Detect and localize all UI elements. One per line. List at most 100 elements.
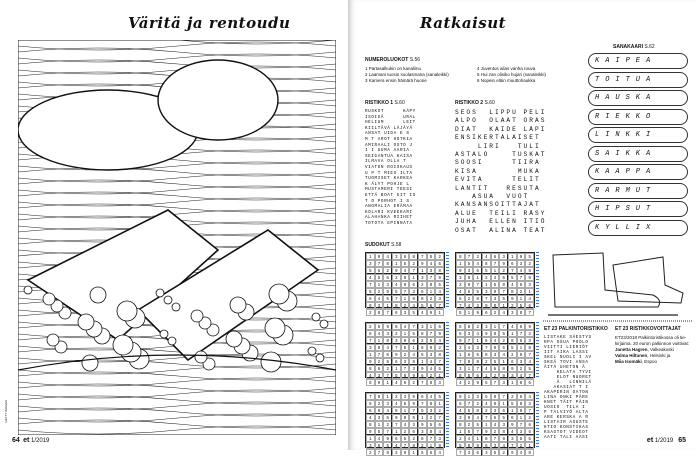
sudoku-cell: 9 <box>374 379 384 386</box>
sudoku-cell: 6 <box>499 274 508 281</box>
sudoku-cell: 2 <box>366 449 375 456</box>
sudoku-cell: 9 <box>482 330 491 337</box>
sudoku-cell: 5 <box>426 421 436 428</box>
sudoku-cell: 8 <box>392 323 401 330</box>
page-title: Väritä ja rentoudu <box>128 14 291 32</box>
sudoku-cell: 3 <box>508 435 517 442</box>
sudoku-cell: 5 <box>426 253 436 260</box>
sudoku-cell: 5 <box>508 344 517 351</box>
ristikko1-line: KIILTÄVÄ LÄJÄYÄ <box>365 125 413 131</box>
sudoku-cell: 1 <box>392 260 401 267</box>
ristikko1-line: ILMAVA OLLA T <box>365 159 407 165</box>
palkintoristikko-line: ARE KERSKA A R <box>544 415 589 420</box>
sudoku-cell: 1 <box>456 351 465 358</box>
sudoku-cell: 7 <box>482 414 491 421</box>
sudoku-cell: 9 <box>383 435 392 442</box>
sudoku-cell: 2 <box>392 330 401 337</box>
sudoku-cell: 4 <box>435 337 444 344</box>
ristikko2-line: KISA MUKA <box>455 167 541 175</box>
sudoku-cell: 4 <box>482 253 491 260</box>
sudoku-cell: 5 <box>366 267 375 274</box>
sudoku-cell: 8 <box>525 344 534 351</box>
sudoku-cell: 3 <box>499 253 508 260</box>
illustration-circle <box>311 312 321 322</box>
sudoku-cell: 9 <box>516 253 526 260</box>
sudoku-cell: 8 <box>499 365 508 372</box>
sudoku-cell: 8 <box>400 274 410 281</box>
sudoku-cell: 5 <box>490 358 500 365</box>
sudoku-cell: 3 <box>435 435 444 442</box>
sudoku-cell: 5 <box>482 379 491 386</box>
sudoku-cell: 7 <box>508 442 517 449</box>
sudoku-cell: 7 <box>409 407 418 414</box>
sudoku-cell: 6 <box>464 288 474 295</box>
sudoku-cell: 2 <box>392 393 401 400</box>
sudoku-cell: 8 <box>456 253 465 260</box>
sudoku-cell: 1 <box>516 344 526 351</box>
ristikko2-line: OSAT ALINA TEAT <box>455 226 547 234</box>
sudoku-cell: 2 <box>456 281 465 288</box>
sudoku-cell: 8 <box>482 435 491 442</box>
sudoku-cell: 1 <box>508 253 517 260</box>
sudoku-cell: 1 <box>482 281 491 288</box>
sudoku-cell: 9 <box>400 337 410 344</box>
sudoku-cell: 2 <box>508 302 517 309</box>
sudoku-cell: 5 <box>400 435 410 442</box>
sudoku-cell: 2 <box>508 351 517 358</box>
sudoku-cell: 1 <box>392 428 401 435</box>
sudoku-cell: 9 <box>409 372 418 379</box>
sudoku-cell: 6 <box>456 400 465 407</box>
sudoku-marker <box>446 322 449 378</box>
sudoku-cell: 9 <box>473 309 482 316</box>
sanakaari-row: KAIPEA <box>588 53 688 69</box>
sudoku-cell: 6 <box>374 267 384 274</box>
ristikko2-line: ALPO OLAAT ORAS <box>455 117 547 125</box>
sudoku-cell: 3 <box>426 267 436 274</box>
sudoku-cell: 8 <box>426 428 436 435</box>
sudoku-cell: 7 <box>374 260 384 267</box>
sudoku-cell: 9 <box>508 295 517 302</box>
sudoku-cell: 5 <box>366 400 375 407</box>
palkintoristikko-line: AKASIAT T I <box>544 385 589 390</box>
sudoku-cell: 5 <box>482 267 491 274</box>
sudoku-cell: 5 <box>400 260 410 267</box>
sudoku-cell: 7 <box>426 330 436 337</box>
sudoku-cell: 3 <box>383 330 392 337</box>
sudoku-cell: 1 <box>418 414 427 421</box>
ristikko1-line: AMIRAALI OSTO J <box>365 142 413 148</box>
sudoku-cell: 1 <box>435 400 444 407</box>
sudoku-cell: 8 <box>499 281 508 288</box>
illustration-circle <box>167 336 177 346</box>
illustration-circle <box>225 330 243 348</box>
sudoku-cell: 3 <box>400 358 410 365</box>
sudoku-cell: 8 <box>508 288 517 295</box>
sudoku-cell: 4 <box>525 393 534 400</box>
sudoku-cell: 4 <box>473 414 482 421</box>
sudoku-cell: 9 <box>418 421 427 428</box>
sudoku-cell: 2 <box>525 260 534 267</box>
sudoku-cell: 8 <box>392 407 401 414</box>
sudoku-cell: 9 <box>409 400 418 407</box>
sudoku-cell: 1 <box>400 330 410 337</box>
sudoku-cell: 5 <box>464 407 474 414</box>
sudoku-cell: 6 <box>516 393 526 400</box>
sudoku-cell: 8 <box>473 295 482 302</box>
sudoku-cell: 5 <box>409 330 418 337</box>
sudoku-cell: 5 <box>473 421 482 428</box>
sudoku-cell: 1 <box>383 302 392 309</box>
sudoku-cell: 5 <box>409 309 418 316</box>
page-footer: 64 et 1/2019 <box>12 437 50 444</box>
sudoku-cell: 3 <box>456 414 465 421</box>
illustration-stroke <box>18 173 336 183</box>
sudoku-cell: 2 <box>499 449 508 456</box>
sudoku-cell: 8 <box>366 365 375 372</box>
sudoku-cell: 5 <box>456 442 465 449</box>
sudoku-cell: 1 <box>490 323 500 330</box>
sudoku-cell: 3 <box>435 295 444 302</box>
sudoku-cell: 4 <box>392 400 401 407</box>
numeroluokot-item: 3 Kamera ensin hämärä huone <box>365 78 427 83</box>
sudoku-cell: 8 <box>508 337 517 344</box>
sudoku-cell: 3 <box>516 358 526 365</box>
ristikko1-line: TUOMISET KARKEA <box>365 176 413 182</box>
